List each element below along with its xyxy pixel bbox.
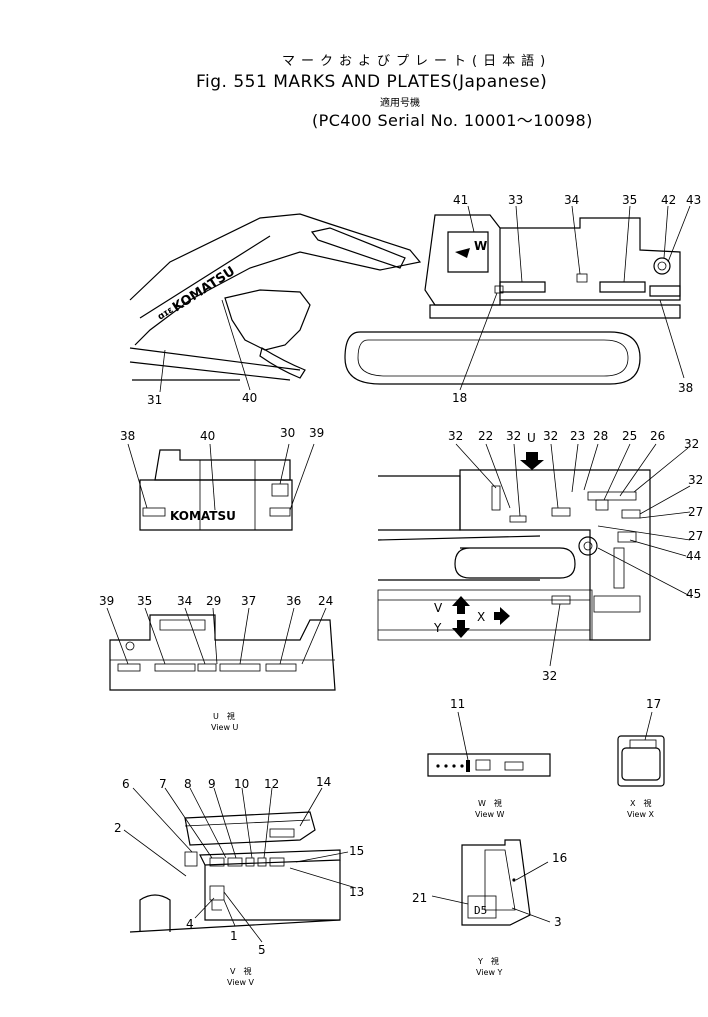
callout-35: 35 — [622, 193, 637, 207]
w-arrow-label: W — [474, 239, 487, 253]
view-u-caption-jp: U 視 — [213, 712, 235, 721]
view-v-caption-jp: V 視 — [230, 967, 251, 976]
callout-27-a: 27 — [688, 505, 703, 519]
view-w-caption-jp: W 視 — [478, 799, 502, 808]
callout-6: 6 — [122, 777, 130, 791]
top-plan-view: U V Y X 32 22 32 32 23 28 25 26 32 32 2 — [377, 429, 703, 683]
callout-32-f: 32 — [542, 669, 557, 683]
callout-43: 43 — [686, 193, 701, 207]
callout-32-b: 32 — [506, 429, 521, 443]
callout-33: 33 — [508, 193, 523, 207]
view-y: D5 16 21 3 Y 視 View Y — [412, 839, 567, 977]
callout-2: 2 — [114, 821, 122, 835]
callout-13: 13 — [349, 885, 364, 899]
view-x: 17 X 視 View X — [617, 697, 665, 819]
callout-8: 8 — [184, 777, 192, 791]
callout-27-b: 27 — [688, 529, 703, 543]
callout-26: 26 — [650, 429, 665, 443]
callout-40-rear: 40 — [200, 429, 215, 443]
callout-23: 23 — [570, 429, 585, 443]
figure-title: Fig. 551 MARKS AND PLATES(Japanese) — [196, 72, 548, 92]
callout-29: 29 — [206, 594, 221, 608]
callout-17: 17 — [646, 697, 661, 711]
callout-34-u: 34 — [177, 594, 192, 608]
callout-9: 9 — [208, 777, 216, 791]
callout-42: 42 — [661, 193, 676, 207]
callout-39: 39 — [309, 426, 324, 440]
x-arrow-label: X — [477, 610, 485, 624]
callout-32-a: 32 — [448, 429, 463, 443]
callout-28: 28 — [593, 429, 608, 443]
callout-36: 36 — [286, 594, 301, 608]
v-arrow-label: V — [434, 601, 443, 615]
callout-32-e: 32 — [688, 473, 703, 487]
view-u: 39 35 34 29 37 36 24 U 視 View U — [99, 594, 336, 732]
callout-10: 10 — [234, 777, 249, 791]
callout-31: 31 — [147, 393, 162, 407]
view-x-caption: View X — [627, 810, 655, 819]
callout-15: 15 — [349, 844, 364, 858]
callout-40: 40 — [242, 391, 257, 405]
plate-21-mark: D5 — [474, 904, 487, 917]
callout-32-c: 32 — [543, 429, 558, 443]
callout-14: 14 — [316, 775, 331, 789]
callout-44: 44 — [686, 549, 701, 563]
callout-18: 18 — [452, 391, 467, 405]
callout-35-u: 35 — [137, 594, 152, 608]
view-x-caption-jp: X 視 — [630, 799, 651, 808]
callout-22: 22 — [478, 429, 493, 443]
callout-41: 41 — [453, 193, 468, 207]
callout-5: 5 — [258, 943, 266, 957]
callout-21: 21 — [412, 891, 427, 905]
callout-11: 11 — [450, 697, 465, 711]
callout-45: 45 — [686, 587, 701, 601]
callout-38: 38 — [678, 381, 693, 395]
callout-34: 34 — [564, 193, 579, 207]
callout-12: 12 — [264, 777, 279, 791]
view-w: 11 W 視 View W — [427, 697, 551, 819]
serial-range: (PC400 Serial No. 10001～10098) — [312, 111, 593, 130]
view-w-caption: View W — [475, 810, 505, 819]
figure-title-japanese: マークおよびプレート(日本語) — [282, 54, 552, 69]
callout-4: 4 — [186, 917, 194, 931]
applicable-serial-label-japanese: 適用号機 — [380, 98, 420, 109]
y-arrow-label: Y — [433, 621, 442, 635]
counterweight-rear-view: KOMATSU 38 40 30 39 — [120, 426, 324, 531]
view-v-caption: View V — [227, 978, 255, 987]
view-y-caption-jp: Y 視 — [477, 957, 499, 966]
callout-38-rear: 38 — [120, 429, 135, 443]
excavator-side-view: W KOMATSU ɑɪɛ 41 33 34 35 42 43 31 40 18… — [129, 193, 701, 407]
view-u-caption: View U — [211, 723, 239, 732]
callout-39-u: 39 — [99, 594, 114, 608]
view-y-caption: View Y — [476, 968, 503, 977]
callout-1: 1 — [230, 929, 238, 943]
callout-24: 24 — [318, 594, 333, 608]
callout-37: 37 — [241, 594, 256, 608]
u-arrow-label: U — [527, 431, 536, 445]
callout-32-d: 32 — [684, 437, 699, 451]
callout-30: 30 — [280, 426, 295, 440]
counterweight-komatsu-mark: KOMATSU — [170, 509, 236, 523]
callout-16: 16 — [552, 851, 567, 865]
callout-25: 25 — [622, 429, 637, 443]
callout-3: 3 — [554, 915, 562, 929]
callout-7: 7 — [159, 777, 167, 791]
view-v: 6 7 8 9 10 12 14 2 15 13 4 1 5 V 視 View … — [114, 775, 364, 987]
